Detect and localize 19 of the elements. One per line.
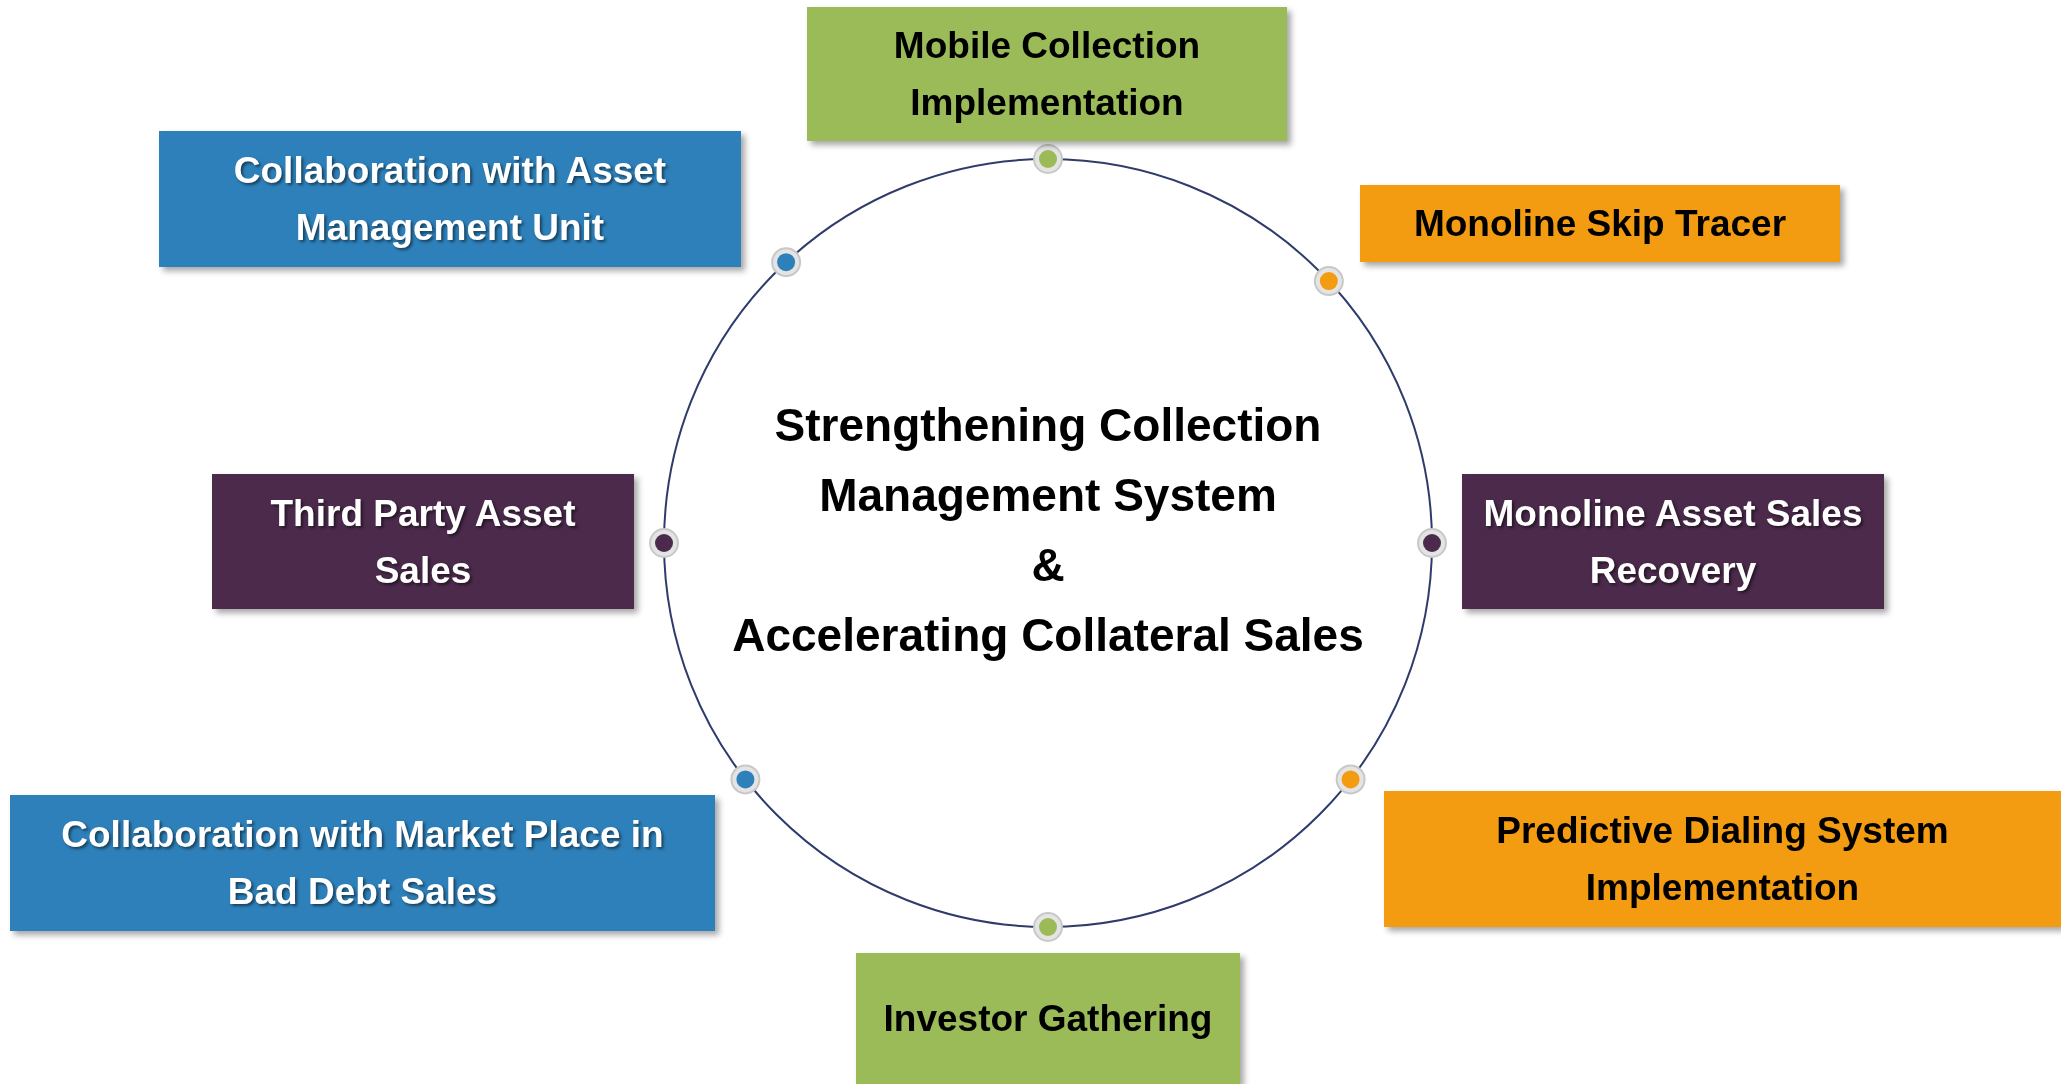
topic-box bbox=[1462, 474, 1884, 609]
topic-box bbox=[1360, 185, 1840, 262]
topic-box bbox=[10, 795, 715, 931]
topic-label: Third Party Asset Sales bbox=[269, 491, 577, 593]
topic-label: Investor Gathering bbox=[883, 997, 1213, 1041]
topic-box bbox=[856, 953, 1240, 1084]
topic-label: Collaboration with Asset Management Unit bbox=[232, 149, 668, 250]
topic-label: Monoline Skip Tracer bbox=[1413, 202, 1787, 246]
topic-label: Monoline Asset Sales Recovery bbox=[1482, 491, 1864, 593]
topic-box bbox=[212, 474, 634, 609]
topic-box bbox=[1384, 791, 2061, 927]
center-title: Accelerating Collateral Sales bbox=[732, 608, 1364, 663]
topic-label: Predictive Dialing System Implementation bbox=[1495, 809, 1950, 910]
center-title: Strengthening Collection Management System bbox=[773, 398, 1323, 523]
topic-label: Mobile Collection Implementation bbox=[892, 24, 1202, 125]
topic-box bbox=[159, 131, 741, 267]
center-title: & bbox=[1031, 538, 1065, 593]
topic-label: Collaboration with Market Place in Bad Debt Sales bbox=[60, 813, 665, 914]
topic-box bbox=[807, 7, 1287, 141]
